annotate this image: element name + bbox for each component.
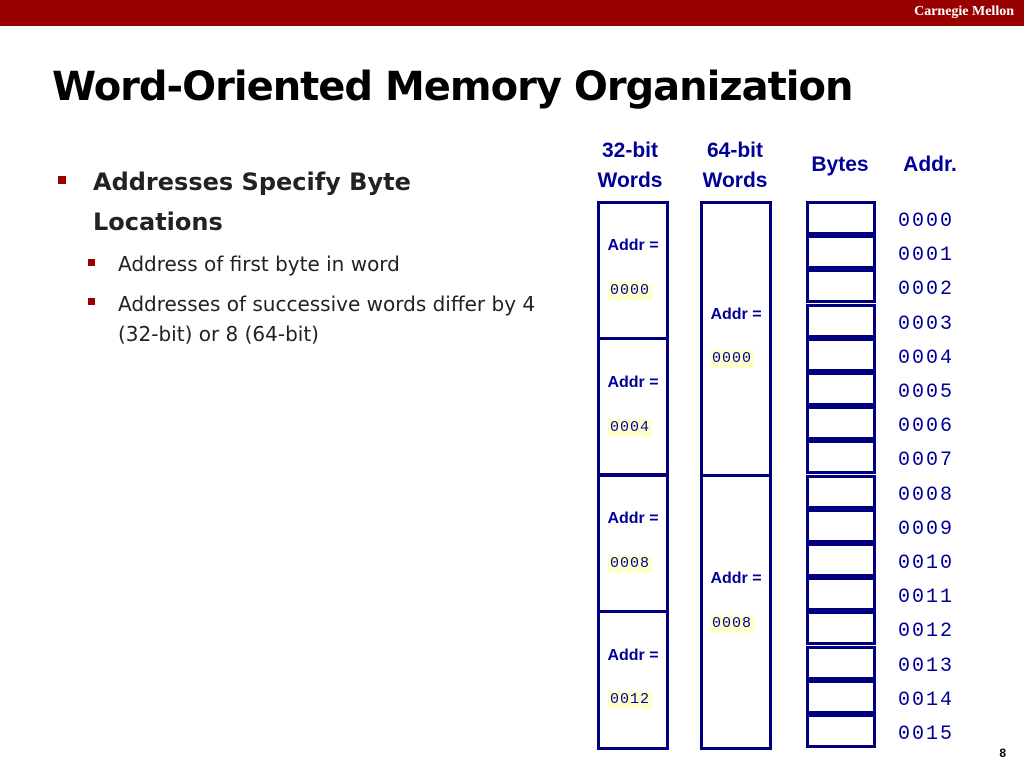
byte-cell	[806, 611, 876, 645]
header-bar: Carnegie Mellon	[0, 0, 1024, 26]
word32-addr-value: 0008	[608, 555, 653, 573]
word32-addr-value: 0004	[608, 419, 653, 437]
byte-address: 0011	[898, 586, 955, 609]
byte-cell	[806, 714, 876, 748]
byte-address: 0001	[898, 244, 955, 267]
word32-box	[597, 337, 669, 476]
word64-addr-label: Addr =	[710, 570, 762, 587]
byte-cell	[806, 338, 876, 372]
byte-cell	[806, 475, 876, 509]
byte-address: 0013	[898, 655, 955, 678]
word64-box	[700, 201, 772, 477]
word32-addr-label: Addr =	[607, 237, 659, 254]
byte-address: 0012	[898, 620, 955, 643]
byte-address: 0014	[898, 689, 955, 712]
word32-addr-value: 0012	[608, 691, 653, 709]
byte-cell	[806, 543, 876, 577]
byte-cell	[806, 372, 876, 406]
main-bullet-text: Addresses Specify Byte Locations	[93, 168, 411, 236]
byte-address: 0002	[898, 278, 955, 301]
byte-address: 0006	[898, 415, 955, 438]
byte-cell	[806, 235, 876, 269]
byte-cell	[806, 304, 876, 338]
word32-addr-label: Addr =	[607, 510, 659, 527]
byte-cell	[806, 269, 876, 303]
byte-cell	[806, 680, 876, 714]
byte-cell	[806, 440, 876, 474]
byte-address: 0000	[898, 210, 955, 233]
byte-address: 0007	[898, 449, 955, 472]
word32-addr-label: Addr =	[607, 374, 659, 391]
byte-cell	[806, 646, 876, 680]
header-bytes: Bytes	[811, 153, 869, 176]
word32-box	[597, 201, 669, 340]
brand-label: Carnegie Mellon	[914, 4, 1014, 19]
byte-address: 0009	[898, 518, 955, 541]
byte-address: 0003	[898, 313, 955, 336]
byte-address: 0005	[898, 381, 955, 404]
byte-address: 0015	[898, 723, 955, 746]
header-32bit-words: 32-bit Words	[597, 139, 663, 192]
bullet-square-icon	[58, 176, 66, 184]
header-64bit-words: 64-bit Words	[702, 139, 768, 192]
slide-title: Word-Oriented Memory Organization	[52, 64, 853, 110]
page-number: 8	[999, 746, 1006, 760]
byte-cell	[806, 201, 876, 235]
word64-addr-label: Addr =	[710, 306, 762, 323]
bullet-square-icon	[88, 259, 95, 266]
word32-box	[597, 474, 669, 613]
byte-address: 0008	[898, 484, 955, 507]
sub-bullet-2: Addresses of successive words differ by …	[118, 292, 536, 346]
byte-address: 0010	[898, 552, 955, 575]
word64-addr-value: 0000	[710, 350, 755, 368]
word64-box	[700, 474, 772, 750]
header-addr: Addr.	[903, 153, 957, 176]
byte-cell	[806, 406, 876, 440]
bullet-square-icon	[88, 298, 95, 305]
word32-addr-label: Addr =	[607, 647, 659, 664]
sub-bullet-1: Address of first byte in word	[118, 252, 400, 276]
word64-addr-value: 0008	[710, 615, 755, 633]
word32-addr-value: 0000	[608, 282, 653, 300]
byte-address: 0004	[898, 347, 955, 370]
word32-box	[597, 610, 669, 750]
byte-cell	[806, 577, 876, 611]
byte-cell	[806, 509, 876, 543]
